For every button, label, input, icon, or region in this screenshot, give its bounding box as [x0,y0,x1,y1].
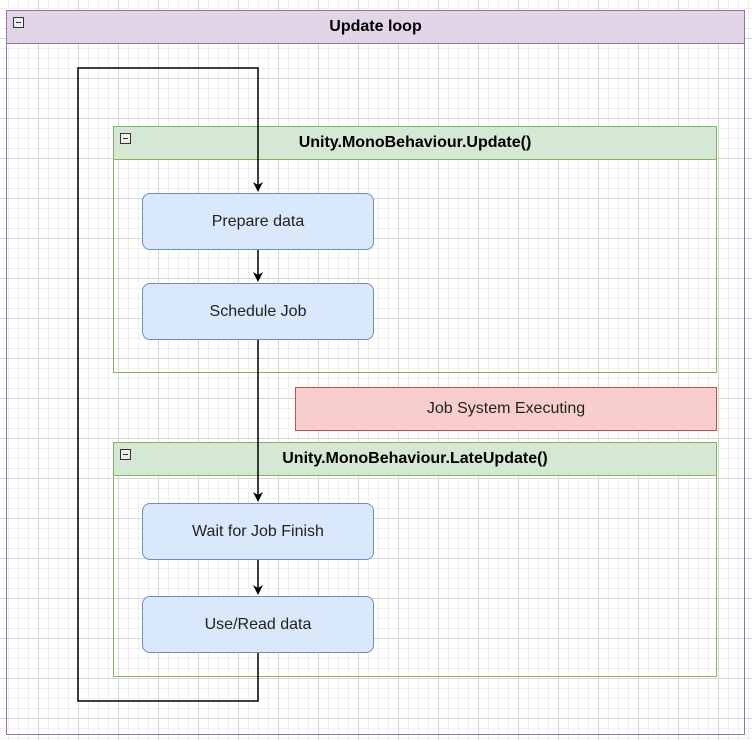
update-swimlane-title: Unity.MonoBehaviour.Update() [298,134,532,151]
wait-for-job-finish-node[interactable]: Wait for Job Finish [142,503,374,560]
schedule-job-label: Schedule Job [209,302,307,320]
job-system-executing-node[interactable]: Job System Executing [295,387,717,431]
update-loop-header: Update loop [7,11,744,44]
update-swimlane-header: Unity.MonoBehaviour.Update() [114,127,716,160]
collapse-icon[interactable] [120,449,131,460]
collapse-icon[interactable] [13,17,24,28]
use-read-data-label: Use/Read data [204,615,312,633]
prepare-data-node[interactable]: Prepare data [142,193,374,250]
use-read-data-node[interactable]: Use/Read data [142,596,374,653]
update-loop-container[interactable]: Update loop [6,10,745,735]
prepare-data-label: Prepare data [211,212,305,230]
collapse-icon[interactable] [120,133,131,144]
schedule-job-node[interactable]: Schedule Job [142,283,374,340]
wait-for-job-finish-label: Wait for Job Finish [192,522,324,540]
update-loop-title: Update loop [329,18,422,35]
late-update-swimlane-title: Unity.MonoBehaviour.LateUpdate() [282,450,548,467]
late-update-swimlane-header: Unity.MonoBehaviour.LateUpdate() [114,443,716,476]
job-system-executing-label: Job System Executing [426,400,586,417]
